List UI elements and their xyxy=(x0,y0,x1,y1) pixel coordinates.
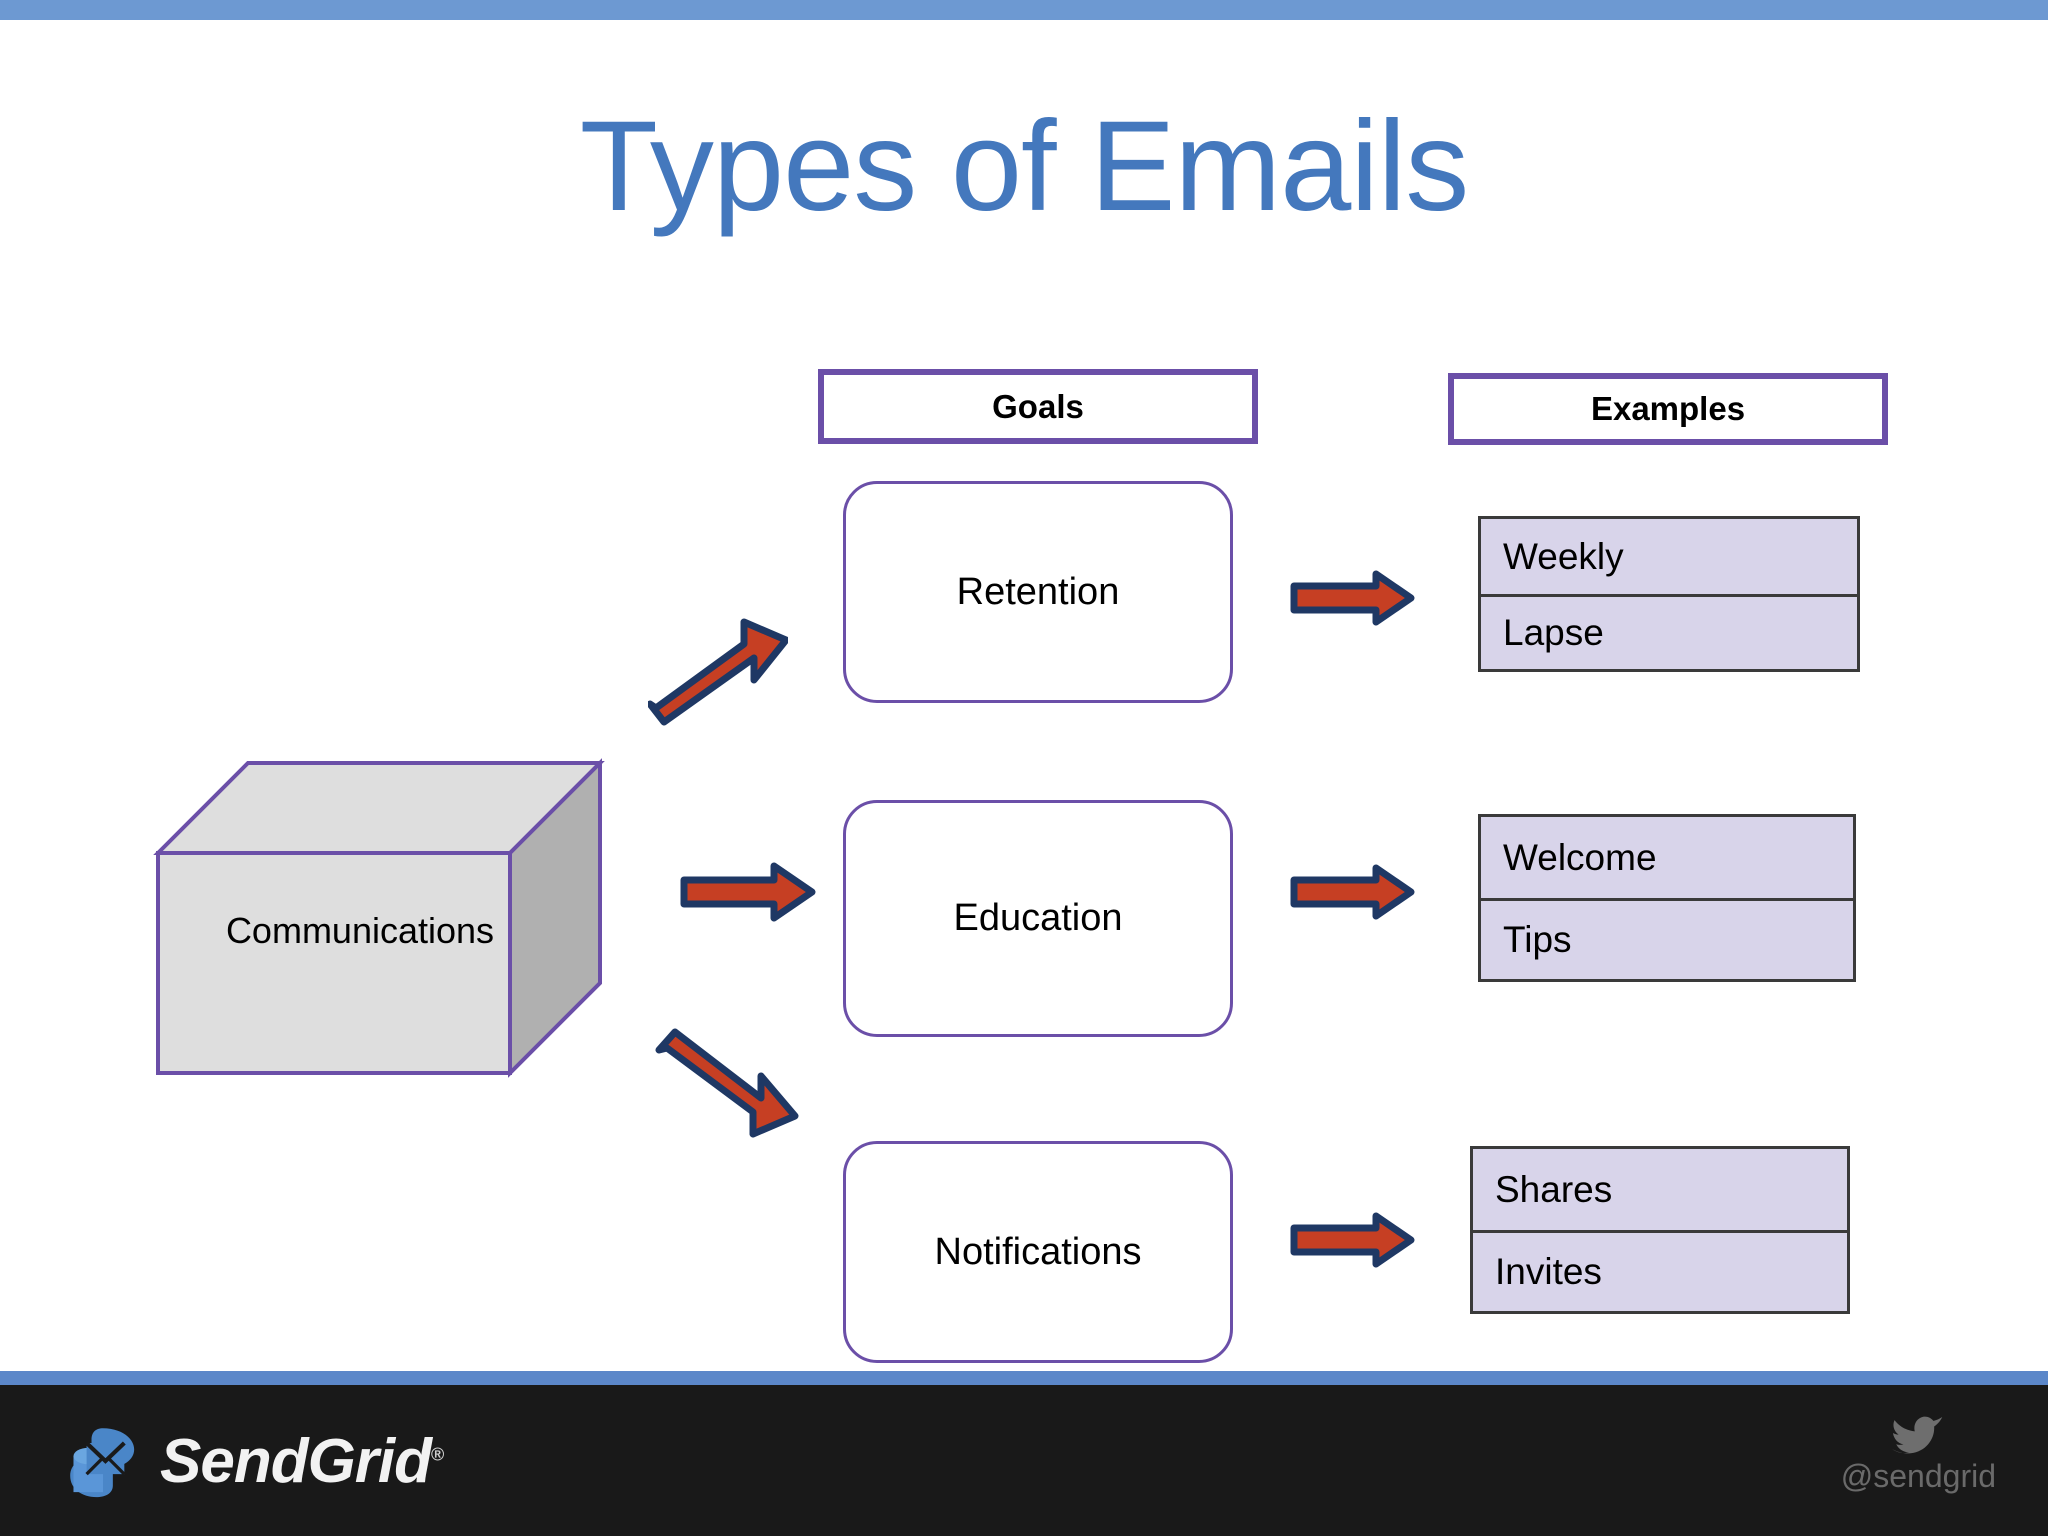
trademark-symbol: ® xyxy=(431,1443,444,1464)
slide-footer xyxy=(0,1385,2048,1536)
arrow-right-icon-examples-retention xyxy=(1290,570,1415,626)
table-row: Lapse xyxy=(1481,594,1857,669)
goal-box-education-label: Education xyxy=(953,897,1123,939)
arrow-right-icon-examples-education xyxy=(1290,864,1415,920)
table-row: Weekly xyxy=(1503,535,1624,577)
arrow-right-icon-education xyxy=(680,862,816,922)
goal-box-education: Education xyxy=(843,800,1233,1037)
top-accent-bar xyxy=(0,0,2048,20)
source-node-communications: Communications xyxy=(150,715,640,1115)
table-row: Tips xyxy=(1481,898,1853,979)
brand-logo: SendGrid® xyxy=(62,1420,444,1502)
table-row: Welcome xyxy=(1503,836,1657,878)
social-handle-block[interactable]: @sendgrid xyxy=(1841,1412,1996,1495)
examples-table-education: Welcome Tips xyxy=(1478,814,1856,982)
arrow-right-icon-examples-notifications xyxy=(1290,1212,1415,1268)
examples-table-retention: Weekly Lapse xyxy=(1478,516,1860,672)
examples-table-notifications: Shares Invites xyxy=(1470,1146,1850,1314)
column-header-goals-label: Goals xyxy=(992,387,1084,425)
column-header-examples-label: Examples xyxy=(1590,390,1746,427)
social-handle-text[interactable]: @sendgrid xyxy=(1840,1458,1996,1494)
column-header-goals: Goals xyxy=(818,369,1258,444)
page-title: Types of Emails xyxy=(579,95,1469,238)
source-node-label: Communications xyxy=(225,910,495,951)
arrow-up-right-icon-retention xyxy=(648,618,788,726)
arrow-down-right-icon-notifications xyxy=(655,1028,799,1138)
bottom-accent-bar xyxy=(0,1371,2048,1385)
goal-box-notifications-label: Notifications xyxy=(934,1230,1142,1273)
cube-3d-icon xyxy=(153,758,605,1078)
brand-wordmark: SendGrid® xyxy=(160,1426,444,1497)
goal-box-notifications: Notifications xyxy=(843,1141,1233,1363)
column-header-examples: Examples xyxy=(1448,373,1888,445)
goal-box-retention: Retention xyxy=(843,481,1233,703)
twitter-bird-icon[interactable] xyxy=(1892,1412,1944,1454)
table-row: Invites xyxy=(1473,1230,1847,1311)
brand-name-text: SendGrid xyxy=(160,1426,432,1496)
goal-box-retention-label: Retention xyxy=(956,570,1120,613)
sendgrid-envelope-icon xyxy=(70,1428,135,1498)
table-row: Shares xyxy=(1495,1168,1613,1210)
